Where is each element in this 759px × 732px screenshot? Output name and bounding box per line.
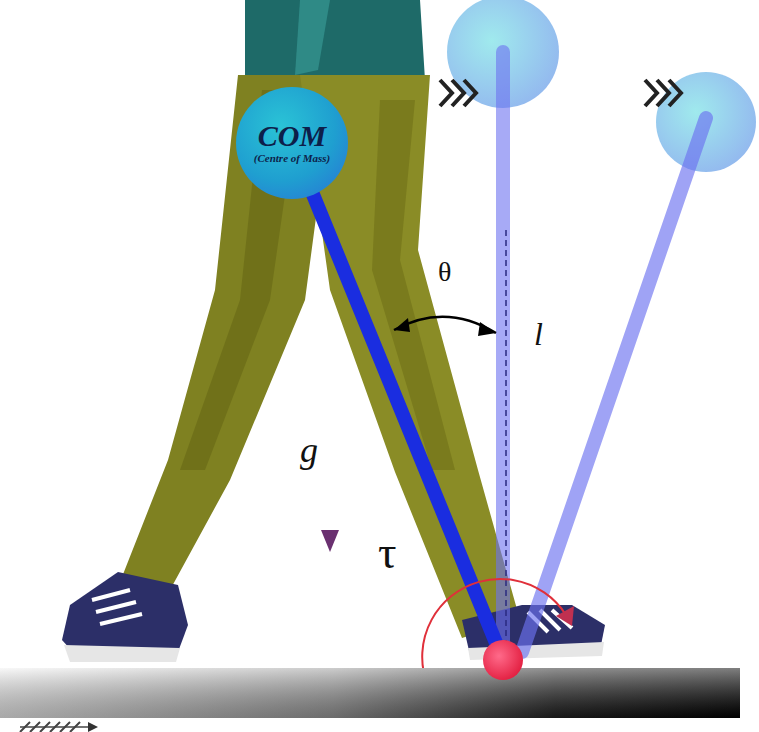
shoe-sole (64, 645, 180, 662)
com-circle: COM(Centre of Mass) (236, 87, 348, 199)
torque-symbol: τ (378, 530, 397, 576)
motion-chevrons (645, 80, 681, 106)
gravity-arrow (329, 392, 332, 535)
arrowhead (321, 530, 339, 552)
angle-symbol: θ (438, 258, 451, 286)
arrowhead (394, 318, 410, 332)
leg-shading (372, 100, 455, 470)
shoe-laces (92, 590, 142, 624)
shirt-fold (295, 0, 330, 75)
ground (0, 668, 740, 718)
node-title: COM (258, 121, 326, 151)
ghost-leg (522, 118, 706, 652)
motion-chevrons (440, 80, 476, 106)
arrowhead (556, 606, 574, 626)
arrowhead (478, 322, 496, 336)
ground-shade (0, 668, 740, 718)
treadmill-arrow (20, 726, 90, 728)
arrowhead (88, 722, 98, 732)
node-subtitle: (Centre of Mass) (254, 152, 330, 164)
gravity-symbol: g (300, 432, 318, 468)
length-symbol: l (534, 318, 543, 350)
pivot-point (483, 640, 523, 680)
shirt (245, 0, 425, 85)
vertical-reference (505, 230, 507, 650)
pendulum-leg (292, 143, 503, 660)
ghost-leg (496, 52, 510, 655)
